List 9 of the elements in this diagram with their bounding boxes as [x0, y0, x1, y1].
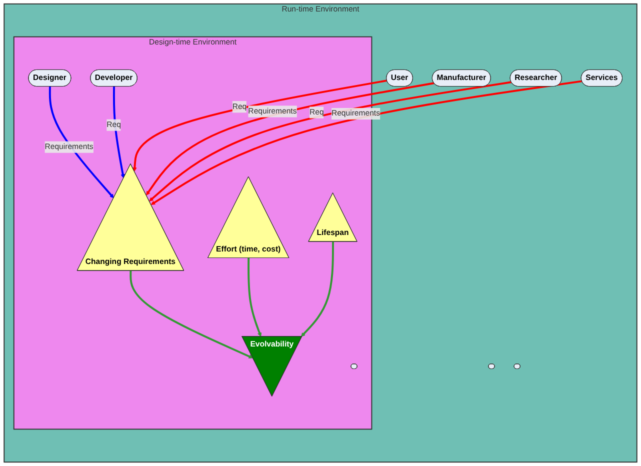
arrow	[146, 82, 434, 196]
arrow	[130, 270, 254, 358]
arrow	[150, 80, 582, 205]
arrow	[48, 86, 114, 198]
arrow	[149, 81, 512, 202]
arrow	[300, 242, 334, 337]
arrow	[248, 258, 262, 337]
arrow	[112, 86, 125, 178]
arrow	[132, 80, 388, 172]
